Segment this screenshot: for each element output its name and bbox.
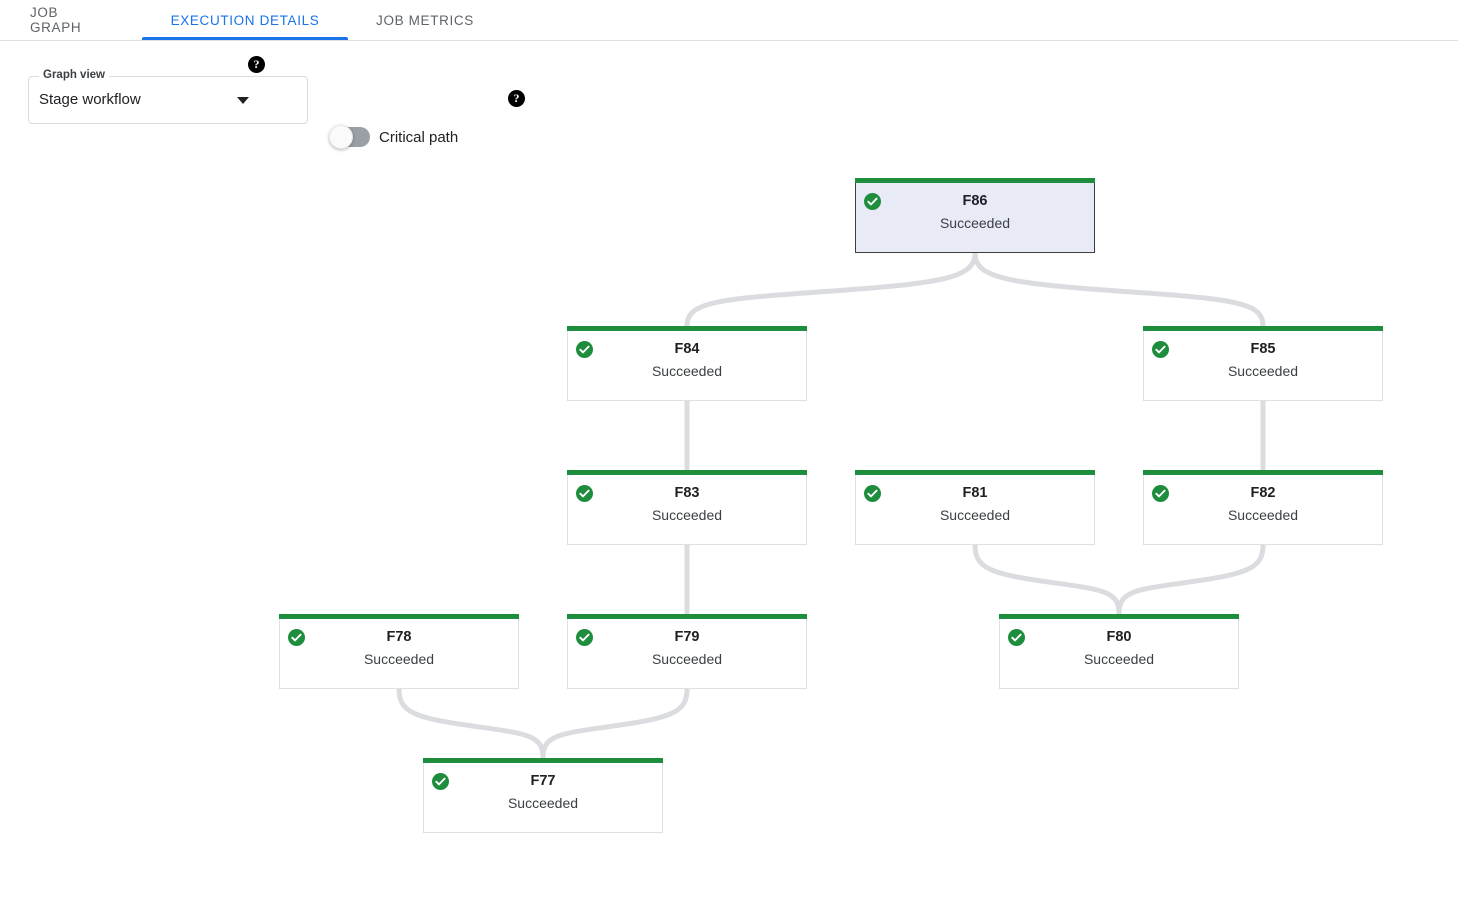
success-check-icon [432, 773, 449, 790]
node-status-bar [567, 326, 807, 331]
node-status-bar [999, 614, 1239, 619]
node-status-label: Succeeded [939, 215, 1011, 231]
graph-edges [396, 250, 1266, 761]
critical-path-label: Critical path [379, 129, 459, 146]
critical-path-toggle[interactable] [329, 125, 353, 149]
node-status-bar [855, 470, 1095, 475]
success-check-icon [576, 485, 593, 502]
tab-job-metrics[interactable]: JOB METRICS [360, 0, 490, 40]
node-name: F80 [1106, 629, 1132, 645]
graph-edge-f81-to-f80 [972, 542, 1122, 617]
node-status-bar [1143, 326, 1383, 331]
node-status-label: Succeeded [1083, 651, 1155, 667]
node-status-label: Succeeded [651, 651, 723, 667]
node-name: F82 [1250, 485, 1276, 501]
node-status-label: Succeeded [507, 795, 579, 811]
success-check-icon [1008, 629, 1025, 646]
tab-bar: JOB GRAPH EXECUTION DETAILS JOB METRICS [0, 0, 1458, 41]
node-status-bar [1143, 470, 1383, 475]
graph-view-help-icon[interactable]: ? [248, 56, 265, 73]
success-check-icon [1152, 485, 1169, 502]
success-check-icon [1152, 341, 1169, 358]
node-name: F84 [674, 341, 700, 357]
tab-label: JOB GRAPH [30, 5, 82, 35]
success-check-icon [576, 629, 593, 646]
success-check-icon [864, 485, 881, 502]
success-check-icon [864, 193, 881, 210]
node-status-bar [567, 614, 807, 619]
node-name: F78 [386, 629, 412, 645]
node-status-label: Succeeded [1227, 507, 1299, 523]
graph-edge-f82-to-f80 [1116, 542, 1266, 617]
node-name: F81 [962, 485, 988, 501]
node-status-label: Succeeded [1227, 363, 1299, 379]
graph-edge-f86-to-f84 [684, 250, 978, 329]
graph-edge-f86-to-f85 [972, 250, 1266, 329]
graph-controls-toolbar: Graph view Stage workflow ? Critical pat… [0, 41, 1458, 149]
node-status-label: Succeeded [651, 507, 723, 523]
node-name: F85 [1250, 341, 1276, 357]
tab-label: JOB METRICS [376, 12, 474, 28]
graph-edge-f78-to-f77 [396, 686, 546, 761]
chevron-down-icon[interactable] [237, 97, 249, 104]
node-status-label: Succeeded [363, 651, 435, 667]
tab-label: EXECUTION DETAILS [170, 12, 320, 28]
node-status-label: Succeeded [939, 507, 1011, 523]
critical-path-help-icon[interactable]: ? [508, 90, 525, 107]
graph-edge-f79-to-f77 [540, 686, 690, 761]
node-status-bar [423, 758, 663, 763]
tab-job-graph[interactable]: JOB GRAPH [14, 0, 126, 40]
node-status-bar [855, 178, 1095, 183]
node-name: F83 [674, 485, 700, 501]
node-status-bar [567, 470, 807, 475]
active-tab-indicator [142, 37, 348, 40]
node-status-label: Succeeded [651, 363, 723, 379]
success-check-icon [576, 341, 593, 358]
node-name: F79 [674, 629, 700, 645]
graph-view-select[interactable]: Graph view Stage workflow [28, 69, 308, 124]
graph-view-label: Graph view [39, 69, 109, 81]
graph-view-selected-value: Stage workflow [39, 91, 141, 108]
node-status-bar [279, 614, 519, 619]
tab-execution-details[interactable]: EXECUTION DETAILS [142, 0, 348, 40]
node-name: F77 [530, 773, 556, 789]
success-check-icon [288, 629, 305, 646]
node-name: F86 [962, 193, 988, 209]
